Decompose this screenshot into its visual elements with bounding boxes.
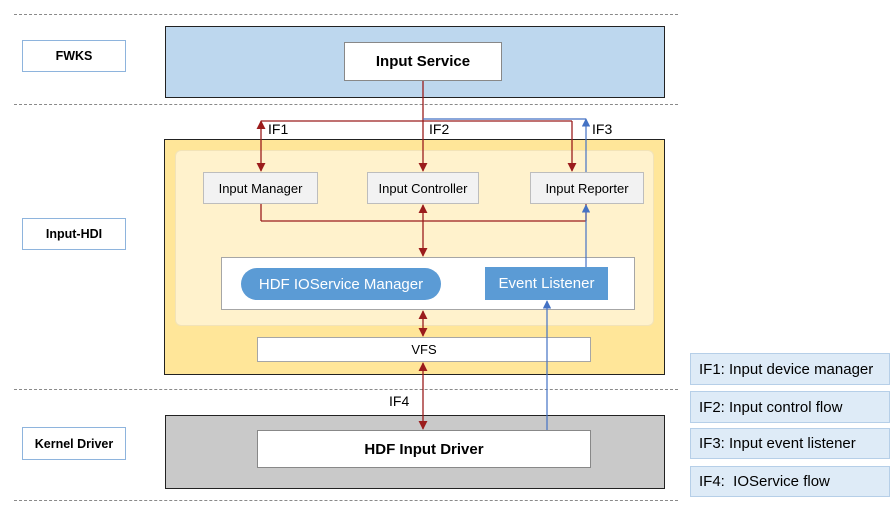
vfs-box: VFS <box>257 337 591 362</box>
layer-label-input-hdi: Input-HDI <box>22 218 126 250</box>
layer-label-kernel-driver: Kernel Driver <box>22 427 126 460</box>
hdf-input-driver-box: HDF Input Driver <box>257 430 591 468</box>
input-manager-box: Input Manager <box>203 172 318 204</box>
if-bus-red <box>261 81 572 122</box>
if1-label: IF1 <box>268 121 289 137</box>
input-service-box: Input Service <box>344 42 502 81</box>
layer-separator <box>14 14 678 15</box>
legend-item-if3: IF3: Input event listener <box>690 428 890 459</box>
input-controller-box: Input Controller <box>367 172 479 204</box>
layer-label-fwks: FWKS <box>22 40 126 72</box>
layer-separator <box>14 500 678 501</box>
legend-item-if1: IF1: Input device manager <box>690 353 890 385</box>
hdf-ioservice-manager-box: HDF IOService Manager <box>241 268 441 300</box>
layer-separator <box>14 389 678 390</box>
if4-label: IF4 <box>389 393 410 409</box>
legend-item-if2: IF2: Input control flow <box>690 391 890 423</box>
if3-label: IF3 <box>592 121 613 137</box>
if2-label: IF2 <box>429 121 450 137</box>
event-listener-box: Event Listener <box>485 267 608 300</box>
input-reporter-box: Input Reporter <box>530 172 644 204</box>
layer-separator <box>14 104 678 105</box>
legend-item-if4: IF4: IOService flow <box>690 466 890 497</box>
